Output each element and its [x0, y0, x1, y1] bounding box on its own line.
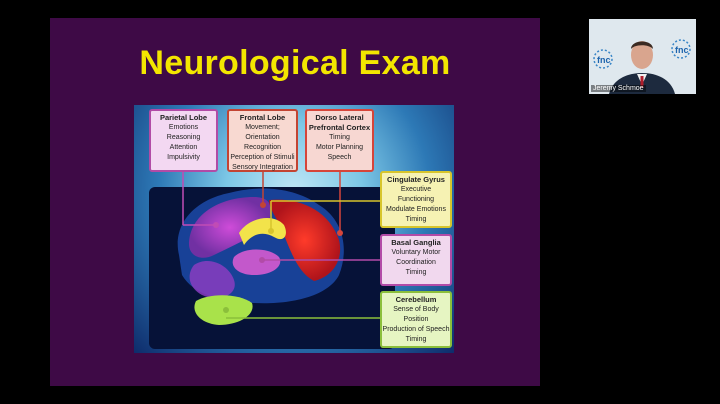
parietal-heading: Parietal Lobe — [159, 113, 208, 122]
cerebellum-box: Cerebellum Sense of Body Position Produc… — [380, 291, 452, 348]
dorso-line: Speech — [327, 154, 352, 161]
basal-line: Timing — [405, 269, 427, 276]
cerebellum-line: Sense of Body Position — [393, 306, 439, 323]
basal-heading: Basal Ganglia — [391, 238, 441, 247]
dorso-heading-2: Prefrontal Cortex — [308, 123, 371, 132]
parietal-line: Impulsivity — [167, 154, 200, 161]
brain-illustration — [177, 172, 380, 325]
cerebellum-line: Production of Speech — [382, 326, 450, 333]
frontal-heading: Frontal Lobe — [239, 113, 286, 122]
dorso-line: Motor Planning — [315, 144, 364, 151]
dorso-line: Timing — [329, 134, 350, 141]
cingulate-gyrus-box: Cingulate Gyrus Executive Functioning Mo… — [380, 171, 452, 228]
dorso-dot — [337, 230, 343, 236]
dorso-heading: Dorso Lateral — [315, 113, 364, 122]
basal-dot — [259, 257, 265, 263]
dorso-lateral-box: Dorso Lateral Prefrontal Cortex Timing M… — [305, 109, 374, 172]
parietal-line: Emotions — [168, 124, 199, 131]
frontal-line: Perception of Stimuli — [230, 154, 295, 161]
participant-avatar — [589, 19, 696, 94]
basal-line: Coordination — [396, 259, 436, 266]
cerebellum-line: Timing — [405, 336, 427, 343]
frontal-line: Movement; Orientation — [245, 124, 280, 141]
participant-name: Jeremy Schmoe — [591, 85, 646, 92]
cingulate-region — [239, 218, 286, 245]
parietal-lobe-box: Parietal Lobe Emotions Reasoning Attenti… — [149, 109, 218, 172]
frontal-line: Recognition — [244, 144, 281, 151]
parietal-line: Attention — [169, 144, 198, 151]
cingulate-line: Modulate Emotions — [386, 206, 446, 213]
parietal-dot — [213, 222, 219, 228]
frontal-line: Sensory Integration — [232, 164, 293, 171]
cingulate-heading: Cingulate Gyrus — [387, 175, 445, 184]
temporal-region — [189, 260, 235, 299]
basal-line: Voluntary Motor — [391, 249, 441, 256]
cerebellum-heading: Cerebellum — [395, 295, 437, 304]
participant-video[interactable]: fnc fnc Jeremy Schmoe — [589, 19, 696, 94]
slide-title: Neurological Exam — [139, 44, 451, 82]
cingulate-line: Timing — [405, 216, 427, 223]
cingulate-line: Executive Functioning — [397, 186, 435, 203]
cerebellum-dot — [223, 307, 229, 313]
parietal-region — [189, 197, 271, 258]
fnc-logo-right: fnc — [675, 45, 689, 55]
frontal-dot — [260, 202, 266, 208]
basal-region — [232, 249, 281, 275]
frontal-lobe-box: Frontal Lobe Movement; Orientation Recog… — [227, 109, 298, 172]
fnc-logo-left: fnc — [597, 55, 611, 65]
basal-ganglia-box: Basal Ganglia Voluntary Motor Coordinati… — [380, 234, 452, 286]
parietal-line: Reasoning — [166, 134, 201, 141]
